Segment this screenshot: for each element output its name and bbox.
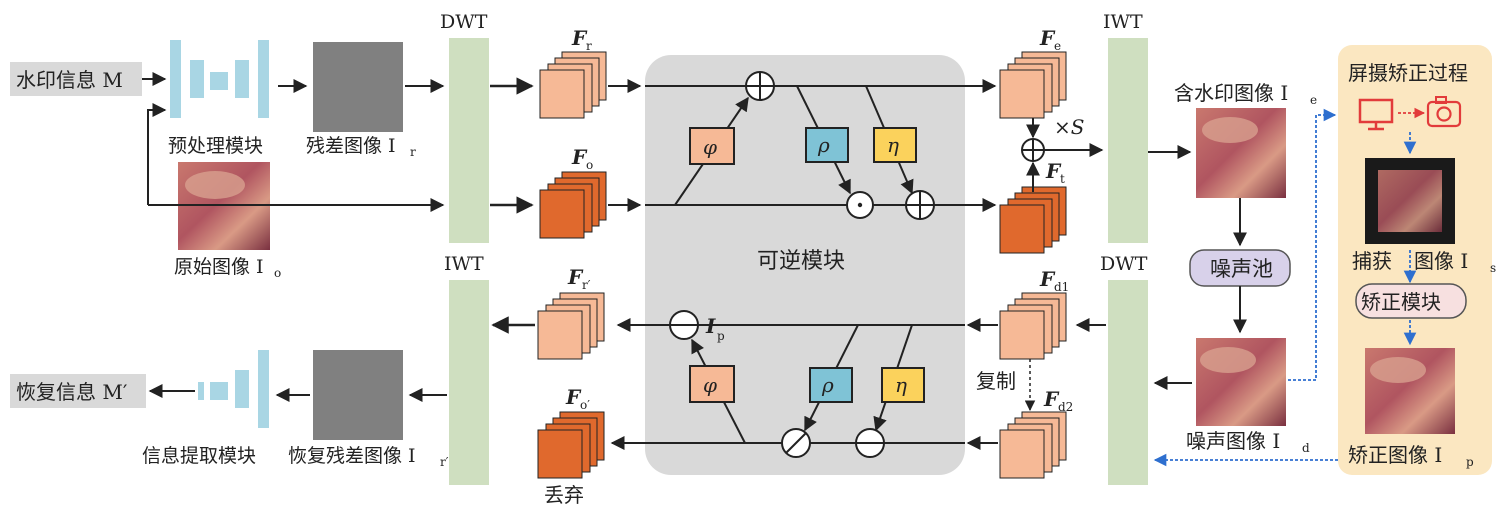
watermarked-image-sub: e: [1310, 93, 1317, 107]
fo-label: F: [571, 145, 588, 169]
fr-prime-feature-stack: [537, 292, 605, 360]
fo-sub: o: [586, 158, 593, 172]
fe-sub: e: [1054, 39, 1061, 53]
captured-image: [1378, 170, 1442, 232]
copy-label: 复制: [976, 369, 1016, 393]
invertible-module-label: 可逆模块: [757, 249, 845, 274]
ft-label: F: [1045, 159, 1062, 183]
discard-label: 丢弃: [544, 483, 584, 507]
times-s-label: ×S: [1054, 115, 1084, 139]
corrected-image-hat: [1370, 357, 1426, 383]
rho-top-label: ρ: [817, 133, 830, 157]
corrected-image-sub: p: [1466, 455, 1474, 469]
iwt-left-label: IWT: [444, 253, 484, 275]
fr-prime-sub: r′: [582, 278, 591, 292]
dwt-bar-left: [449, 38, 489, 243]
recovered-info-label: 恢复信息 M′: [16, 380, 128, 404]
watermarked-image-label: 含水印图像 I: [1174, 81, 1288, 105]
fd1-feature-stack: [999, 292, 1067, 360]
fd2-feature-stack: [999, 411, 1067, 479]
rho-box-top: [805, 127, 849, 163]
fd1-label: F: [1039, 267, 1056, 291]
noise-to-screen-dashed: [1288, 108, 1337, 381]
arrow-orig-to-preproc: [147, 103, 167, 205]
captured-image-label-b: 图像 I: [1414, 249, 1468, 273]
fo-prime-feature-stack: [537, 411, 605, 479]
noise-image-hat: [1200, 347, 1256, 373]
noise-image-label: 噪声图像 I: [1186, 429, 1280, 453]
camera-icon: [1426, 96, 1462, 128]
rho-box-bottom: [809, 367, 853, 403]
screen-process-title: 屏摄矫正过程: [1348, 61, 1468, 85]
dwt-left-label: DWT: [440, 11, 488, 33]
fd2-label: F: [1043, 387, 1060, 411]
ft-feature-stack: [999, 186, 1067, 254]
original-image-label: 原始图像 I: [174, 256, 264, 278]
iwt-bar-right: [1108, 38, 1148, 243]
correct-module-box: [1355, 283, 1467, 319]
original-image-sub: o: [274, 266, 281, 280]
ft-sub: t: [1060, 172, 1065, 186]
fr-sub: r: [586, 39, 592, 53]
noise-image-sub: d: [1302, 441, 1310, 455]
inv-div-slash: [785, 432, 807, 454]
residual-image-label: 残差图像 I: [306, 135, 396, 157]
phi-top-label: φ: [703, 135, 717, 159]
fe-feature-stack: [999, 51, 1067, 119]
dwt-bar-right: [1108, 280, 1148, 485]
ip-sub: p: [717, 329, 725, 343]
fo-feature-stack: [539, 171, 607, 239]
captured-image-sub: s: [1490, 261, 1496, 275]
preproc-module-icon: [170, 40, 269, 118]
monitor-icon: [1358, 98, 1394, 131]
eta-box-bottom: [881, 367, 925, 403]
fd1-sub: d1: [1054, 280, 1069, 294]
fd2-sub: d2: [1058, 400, 1073, 414]
dwt-right-label: DWT: [1100, 253, 1148, 275]
recovered-residual-sub: r′: [440, 455, 449, 469]
iwt-bar-left: [449, 280, 489, 485]
eta-bottom-label: η: [895, 373, 907, 397]
phi-box-bottom: [689, 365, 735, 403]
fo-prime-label: F: [565, 385, 582, 409]
residual-image-sub: r: [410, 145, 416, 159]
rho-bottom-label: ρ: [821, 373, 834, 397]
noise-pool-label: 噪声池: [1210, 257, 1273, 281]
phi-box-top: [689, 127, 735, 165]
residual-image: [313, 42, 403, 132]
recovered-info-box: [10, 374, 146, 408]
fe-label: F: [1039, 26, 1056, 50]
extract-module-label: 信息提取模块: [142, 445, 256, 467]
eta-top-label: η: [887, 133, 899, 157]
original-image-hat: [185, 171, 245, 199]
extract-module-icon: [198, 350, 269, 428]
preproc-module-label: 预处理模块: [168, 135, 263, 157]
captured-image-label-a: 捕获: [1352, 249, 1392, 273]
corrected-image-label: 矫正图像 I: [1348, 443, 1442, 467]
ip-label: I: [705, 314, 716, 338]
recovered-residual-image: [313, 350, 403, 440]
fr-prime-label: F: [567, 265, 584, 289]
fr-feature-stack: [539, 51, 607, 119]
fo-prime-sub: o′: [580, 398, 590, 412]
inv-mul-dot: [857, 202, 863, 208]
recovered-residual-label: 恢复残差图像 I: [288, 445, 416, 467]
watermark-info-box: [10, 62, 142, 96]
eta-box-top: [873, 127, 917, 163]
fr-label: F: [571, 26, 588, 50]
watermarked-image-hat: [1202, 117, 1258, 143]
phi-bottom-label: φ: [703, 373, 717, 397]
watermark-info-label: 水印信息 M: [16, 68, 123, 92]
iwt-right-label: IWT: [1103, 11, 1143, 33]
correct-module-label: 矫正模块: [1361, 290, 1441, 314]
